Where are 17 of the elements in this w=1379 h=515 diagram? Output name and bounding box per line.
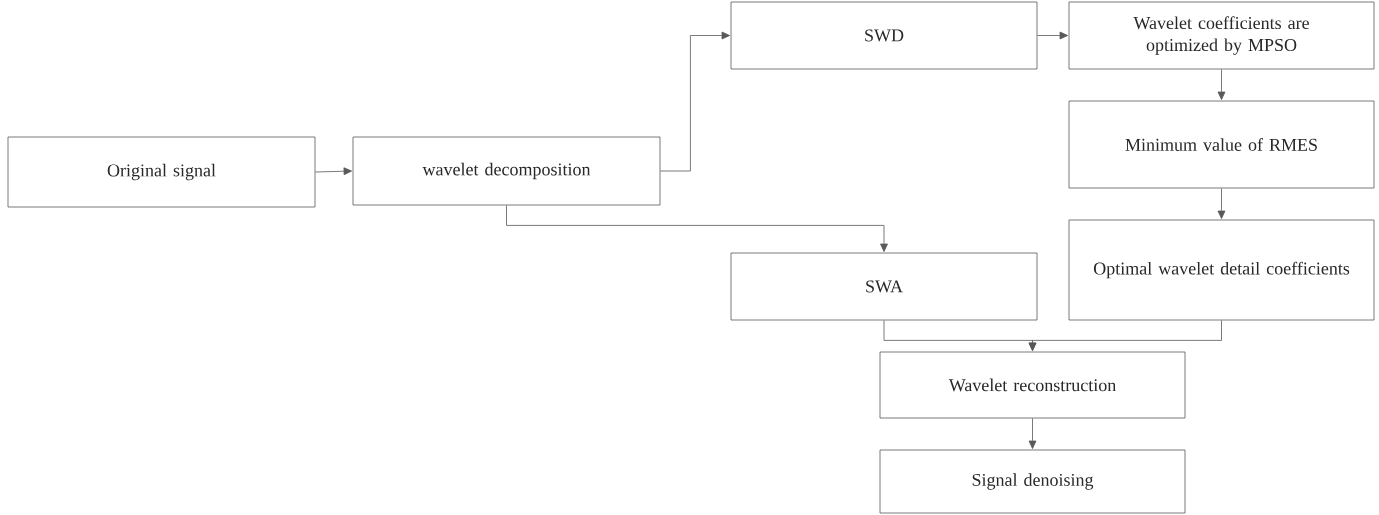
process-box: Original signal	[7, 136, 316, 208]
process-box: SWD	[730, 1, 1038, 70]
process-box: SWA	[730, 252, 1038, 321]
arrow	[1037, 31, 1069, 40]
process-box: wavelet decomposition	[352, 136, 661, 206]
arrow	[1028, 320, 1222, 351]
arrow	[1217, 188, 1226, 219]
arrow	[1217, 69, 1226, 101]
process-box: Minimum value of RMES	[1068, 100, 1375, 189]
arrow	[506, 205, 888, 252]
arrow	[1028, 418, 1037, 449]
arrow	[315, 167, 352, 176]
process-box: Wavelet reconstruction	[879, 351, 1186, 419]
process-box: Wavelet coefficients are optimized by MPSO	[1068, 1, 1375, 70]
process-box: Optimal wavelet detail coefficients	[1068, 219, 1375, 321]
arrow	[660, 31, 730, 172]
process-box: Signal denoising	[879, 449, 1186, 514]
